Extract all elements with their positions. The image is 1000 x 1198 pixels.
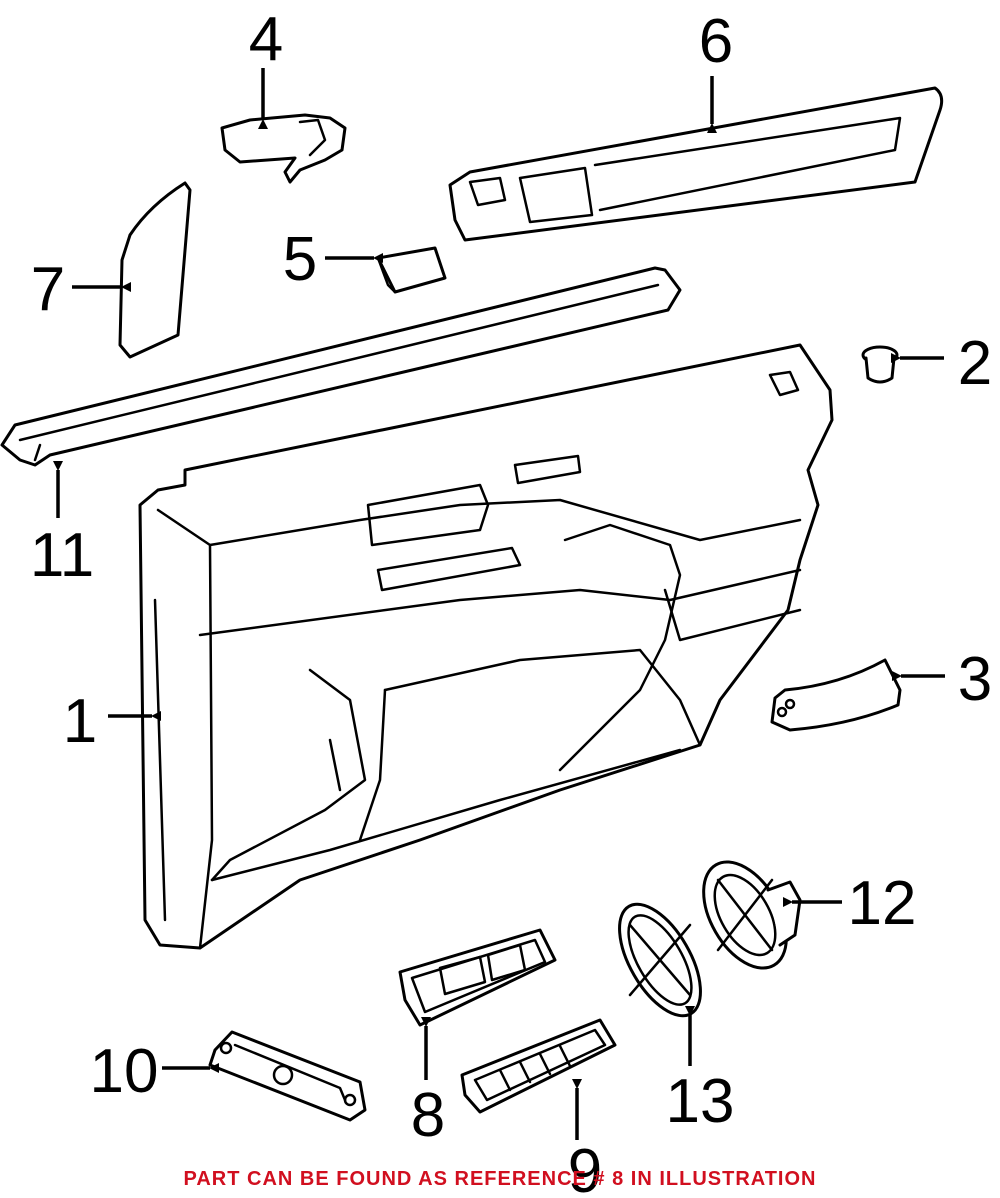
callout-6: 6 — [699, 7, 733, 76]
callout-13: 13 — [666, 1067, 735, 1136]
footer-note: PART CAN BE FOUND AS REFERENCE # 8 IN IL… — [183, 1168, 817, 1190]
trim-piece-part[interactable] — [376, 246, 447, 294]
inside-handle-part[interactable] — [220, 113, 347, 184]
callout-5: 5 — [283, 225, 317, 294]
speaker-part[interactable] — [687, 848, 804, 982]
callout-2: 2 — [958, 329, 992, 398]
callout-8: 8 — [411, 1081, 445, 1150]
clip-part[interactable] — [861, 345, 899, 384]
door-panel-part[interactable] — [138, 343, 834, 950]
single-switch-part[interactable] — [208, 1030, 367, 1122]
armrest-bezel-part[interactable] — [448, 86, 944, 242]
window-switch-bezel-part[interactable] — [398, 928, 557, 1027]
callout-7: 7 — [31, 255, 65, 324]
callout-labels: 1 2 3 4 5 6 7 8 9 10 11 12 13 — [30, 5, 992, 1198]
leader-arrows — [53, 68, 945, 1140]
pillar-trim-part[interactable] — [118, 181, 192, 359]
window-switch-part[interactable] — [460, 1018, 617, 1114]
callout-3: 3 — [958, 645, 992, 714]
belt-weatherstrip-part[interactable] — [0, 266, 682, 467]
callout-4: 4 — [249, 5, 283, 74]
callout-10: 10 — [90, 1037, 159, 1106]
callout-11: 11 — [30, 521, 94, 590]
speaker-grille-part[interactable] — [603, 891, 717, 1028]
armrest-pad-part[interactable] — [770, 658, 902, 732]
callout-1: 1 — [63, 687, 97, 756]
callout-12: 12 — [848, 869, 917, 938]
callout-9: 9 — [568, 1137, 602, 1198]
